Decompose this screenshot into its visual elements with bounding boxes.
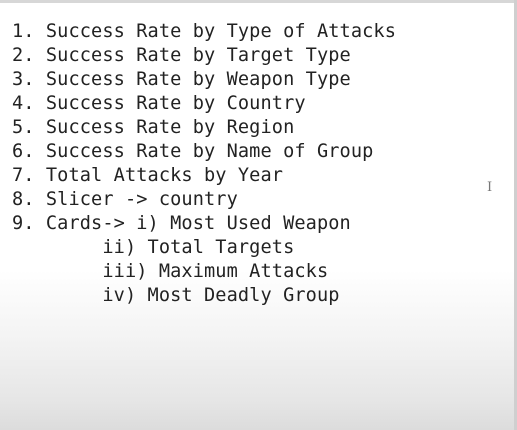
text-editor-area[interactable]: 1. Success Rate by Type of Attacks 2. Su… bbox=[12, 20, 492, 308]
text-line-8: 8. Slicer -> country bbox=[12, 189, 238, 210]
text-line-2: 2. Success Rate by Target Type bbox=[12, 45, 351, 66]
window-top-edge bbox=[0, 0, 517, 3]
text-line-10: ii) Total Targets bbox=[12, 237, 295, 258]
text-line-5: 5. Success Rate by Region bbox=[12, 117, 295, 138]
text-line-7: 7. Total Attacks by Year bbox=[12, 165, 284, 186]
text-line-12: iv) Most Deadly Group bbox=[12, 285, 340, 306]
text-line-9: 9. Cards-> i) Most Used Weapon bbox=[12, 213, 351, 234]
text-cursor-icon: I bbox=[487, 180, 493, 195]
text-line-1: 1. Success Rate by Type of Attacks bbox=[12, 21, 397, 42]
text-line-3: 3. Success Rate by Weapon Type bbox=[12, 69, 351, 90]
text-line-11: iii) Maximum Attacks bbox=[12, 261, 329, 282]
window-right-edge bbox=[514, 0, 517, 430]
text-line-4: 4. Success Rate by Country bbox=[12, 93, 306, 114]
text-line-6: 6. Success Rate by Name of Group bbox=[12, 141, 374, 162]
